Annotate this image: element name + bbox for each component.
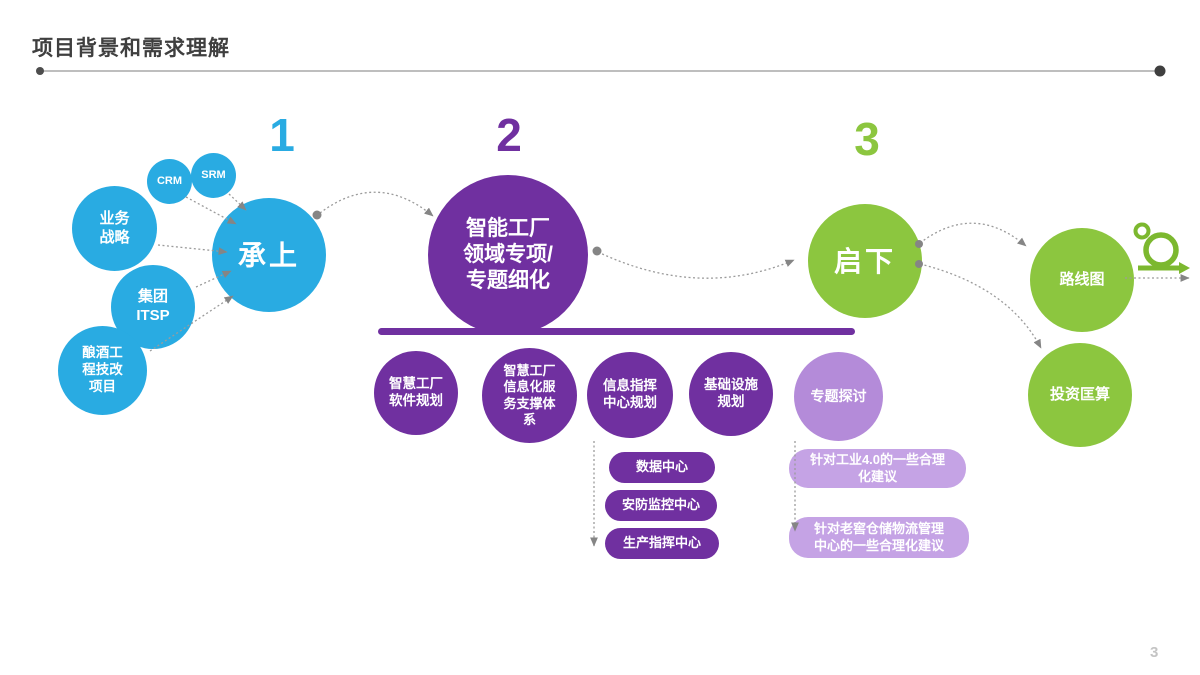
node-infrastructure-planning-label: 基础设施 规划 bbox=[704, 377, 758, 409]
node-stage3-hub: 启下 bbox=[808, 204, 922, 318]
pill-warehouse-logistics-suggestion: 针对老窖仓储物流管理 中心的一些合理化建议 bbox=[789, 517, 969, 558]
pill-production-command-center-label: 生产指挥中心 bbox=[622, 535, 701, 551]
node-business-strategy-label: 业务 战略 bbox=[99, 209, 130, 246]
node-topic-discussion: 专题探讨 bbox=[794, 352, 883, 441]
node-infrastructure-planning: 基础设施 规划 bbox=[689, 352, 773, 436]
node-investment-estimate-label: 投资匡算 bbox=[1049, 385, 1110, 403]
node-stage3-hub-label: 启下 bbox=[833, 245, 896, 277]
pill-warehouse-logistics-suggestion-label: 针对老窖仓储物流管理 中心的一些合理化建议 bbox=[813, 520, 944, 553]
stage2-number: 2 bbox=[496, 109, 522, 161]
pill-production-command-center: 生产指挥中心 bbox=[605, 528, 719, 559]
pill-data-center-label: 数据中心 bbox=[635, 459, 688, 475]
node-roadmap-label: 路线图 bbox=[1059, 270, 1105, 288]
page-title: 项目背景和需求理解 bbox=[32, 37, 230, 60]
pill-industry40-suggestion: 针对工业4.0的一些合理 化建议 bbox=[789, 449, 966, 488]
pill-security-monitoring-center-label: 安防监控中心 bbox=[621, 497, 700, 513]
node-crm: CRM bbox=[147, 159, 192, 204]
node-srm-label: SRM bbox=[201, 168, 226, 181]
node-roadmap: 路线图 bbox=[1030, 228, 1134, 332]
node-stage1-hub: 承上 bbox=[212, 198, 326, 312]
node-it-service-support: 智慧工厂 信息化服 务支撑体 系 bbox=[482, 348, 577, 443]
node-stage2-hub-label: 智能工厂 领域专项/ 专题细化 bbox=[463, 216, 553, 293]
node-business-strategy: 业务 战略 bbox=[72, 186, 157, 271]
pill-industry40-suggestion-label: 针对工业4.0的一些合理 化建议 bbox=[809, 451, 946, 484]
node-brewing-project-label: 酿酒工 程技改 项目 bbox=[82, 345, 123, 394]
node-srm: SRM bbox=[191, 153, 236, 198]
title-underline bbox=[36, 65, 1166, 77]
node-stage2-hub: 智能工厂 领域专项/ 专题细化 bbox=[428, 175, 588, 335]
node-topic-discussion-label: 专题探讨 bbox=[810, 387, 867, 404]
node-software-planning: 智慧工厂 软件规划 bbox=[374, 351, 458, 435]
node-stage1-hub-label: 承上 bbox=[237, 239, 300, 271]
node-crm-label: CRM bbox=[156, 174, 183, 187]
stage2-divider-bar bbox=[378, 328, 855, 335]
stage3-number: 3 bbox=[854, 113, 880, 165]
node-brewing-project: 酿酒工 程技改 项目 bbox=[58, 326, 147, 415]
stage1-number: 1 bbox=[269, 109, 295, 161]
node-investment-estimate: 投资匡算 bbox=[1028, 343, 1132, 447]
node-info-command-center: 信息指挥 中心规划 bbox=[587, 352, 673, 438]
page-number: 3 bbox=[1150, 644, 1159, 661]
node-group-itsp-label: 集团 ITSP bbox=[136, 288, 170, 324]
pill-security-monitoring-center: 安防监控中心 bbox=[605, 490, 717, 521]
node-it-service-support-label: 智慧工厂 信息化服 务支撑体 系 bbox=[503, 363, 556, 427]
node-software-planning-label: 智慧工厂 软件规划 bbox=[389, 376, 443, 408]
sprint-loop-icon bbox=[1133, 222, 1190, 274]
node-info-command-center-label: 信息指挥 中心规划 bbox=[603, 378, 657, 410]
pill-data-center: 数据中心 bbox=[609, 452, 715, 483]
